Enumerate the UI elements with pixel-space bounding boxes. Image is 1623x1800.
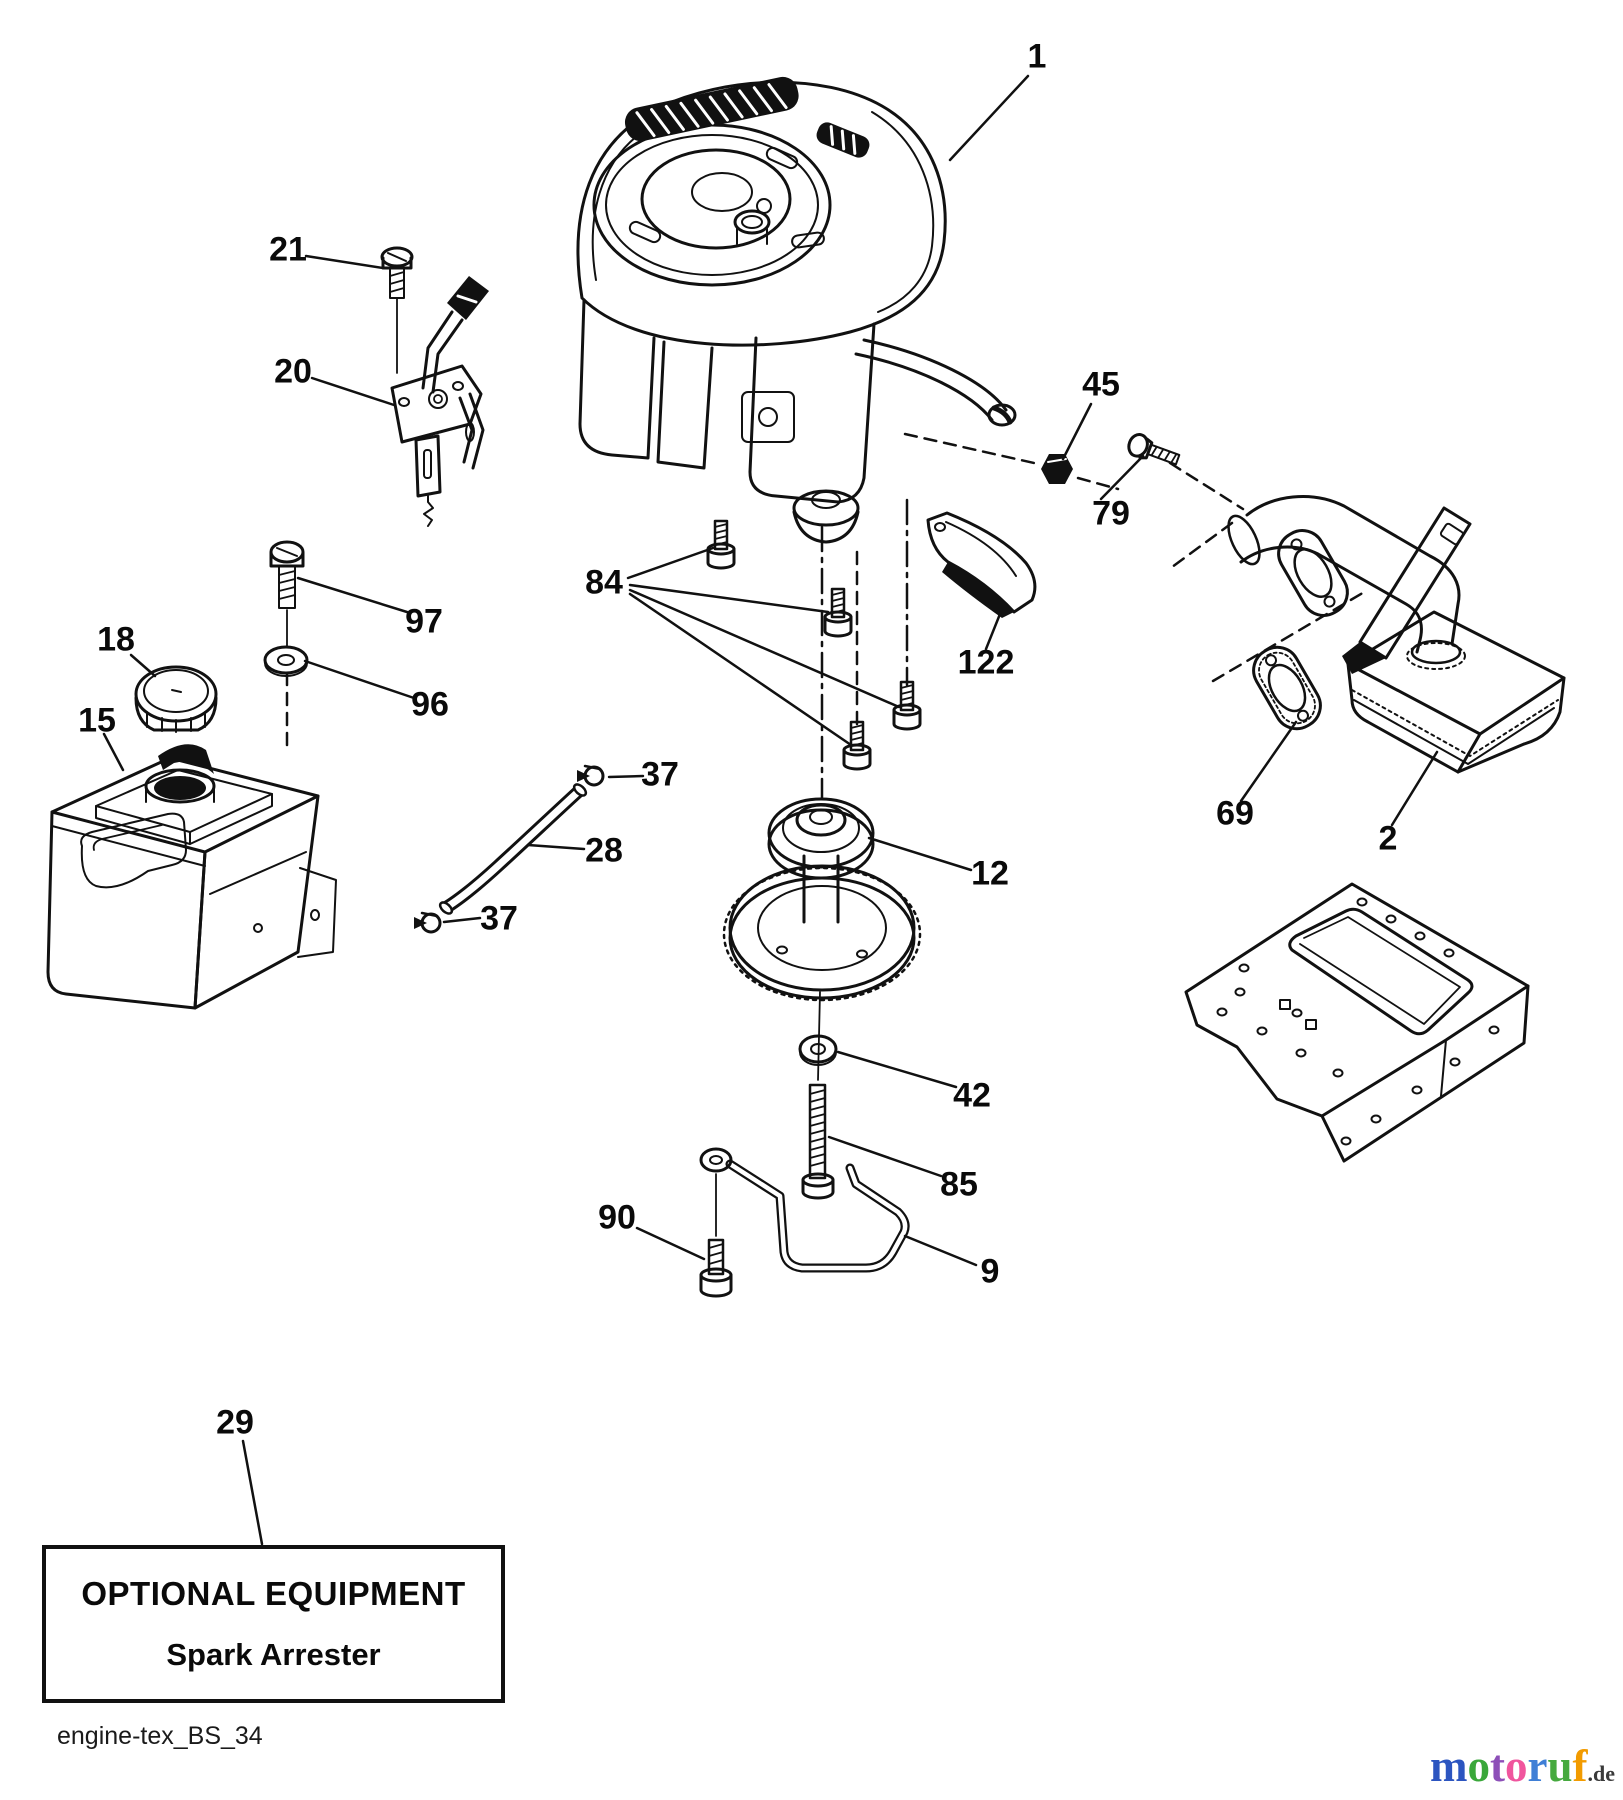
legend-title: OPTIONAL EQUIPMENT bbox=[81, 1575, 466, 1612]
engine-plate bbox=[1184, 882, 1530, 1163]
drawing-code: engine-tex_BS_34 bbox=[57, 1722, 263, 1750]
part-callout-20: 20 bbox=[274, 352, 312, 391]
logo-word: motoruf bbox=[1430, 1744, 1588, 1789]
bolt-79 bbox=[1127, 433, 1181, 466]
part-callout-21: 21 bbox=[269, 230, 307, 269]
center-lines bbox=[285, 432, 1368, 1081]
fuel-line-group bbox=[414, 764, 605, 934]
logo-suffix: .de bbox=[1587, 1761, 1616, 1786]
fuel-cap-18 bbox=[134, 665, 218, 733]
motoruf-logo[interactable]: motoruf.de bbox=[1430, 1744, 1615, 1789]
engine-assembly bbox=[576, 76, 1017, 544]
part-callout-97: 97 bbox=[405, 602, 443, 641]
hose-clamp-37-lower bbox=[414, 911, 442, 934]
logo-letter: t bbox=[1489, 1741, 1505, 1791]
fuel-tank-group bbox=[46, 540, 337, 1010]
part-callout-96: 96 bbox=[411, 685, 449, 724]
fuel-tank-15 bbox=[46, 744, 337, 1010]
bolt-90 bbox=[699, 1173, 733, 1298]
part-callout-42: 42 bbox=[953, 1076, 991, 1115]
screw-97 bbox=[269, 540, 305, 647]
part-callout-37: 37 bbox=[480, 899, 518, 938]
mount-bolts-84 bbox=[706, 519, 922, 771]
part-callout-28: 28 bbox=[585, 831, 623, 870]
part-callout-9: 9 bbox=[980, 1252, 1000, 1291]
throttle-control bbox=[380, 246, 489, 527]
part-callout-69: 69 bbox=[1216, 794, 1254, 833]
engine-pulley-12 bbox=[722, 797, 922, 1002]
part-callout-90: 90 bbox=[598, 1198, 636, 1237]
part-callout-84: 84 bbox=[585, 563, 623, 602]
logo-letter: o bbox=[1504, 1741, 1528, 1791]
logo-letter: o bbox=[1467, 1741, 1490, 1791]
logo-letter: r bbox=[1527, 1741, 1548, 1791]
part-callout-15: 15 bbox=[78, 701, 116, 740]
logo-letter: f bbox=[1572, 1741, 1588, 1791]
screw-21 bbox=[380, 246, 414, 374]
belt-guard-rod-9 bbox=[699, 1147, 910, 1273]
pulley-group bbox=[699, 519, 922, 1298]
part-callout-122: 122 bbox=[957, 643, 1015, 682]
deflector-122 bbox=[926, 511, 1037, 618]
part-callout-1: 1 bbox=[1027, 37, 1047, 76]
muffler-2 bbox=[1346, 610, 1566, 774]
exhaust-pipe bbox=[1227, 495, 1466, 670]
part-callout-85: 85 bbox=[940, 1165, 978, 1204]
washer-96 bbox=[263, 645, 309, 677]
part-callout-79: 79 bbox=[1092, 494, 1130, 533]
hose-clamp-37-upper bbox=[577, 764, 605, 787]
logo-letter: u bbox=[1547, 1741, 1573, 1791]
muffler-group bbox=[926, 433, 1566, 774]
muffler-strap bbox=[1342, 506, 1472, 674]
leader-lines bbox=[102, 74, 1439, 1546]
part-callout-2: 2 bbox=[1378, 819, 1398, 858]
part-callout-45: 45 bbox=[1082, 365, 1120, 404]
part-callout-37: 37 bbox=[641, 755, 679, 794]
throttle-lever-20 bbox=[390, 276, 489, 527]
part-callout-18: 18 bbox=[97, 620, 135, 659]
part-callout-12: 12 bbox=[971, 854, 1009, 893]
optional-equipment-box: OPTIONAL EQUIPMENT Spark Arrester bbox=[42, 1545, 505, 1703]
grip-hatch-band bbox=[624, 76, 870, 158]
nut-45 bbox=[1041, 454, 1073, 484]
legend-subtitle: Spark Arrester bbox=[166, 1637, 381, 1672]
bolt-85 bbox=[801, 1083, 835, 1200]
part-callout-29: 29 bbox=[216, 1403, 254, 1442]
logo-letter: m bbox=[1429, 1741, 1468, 1791]
